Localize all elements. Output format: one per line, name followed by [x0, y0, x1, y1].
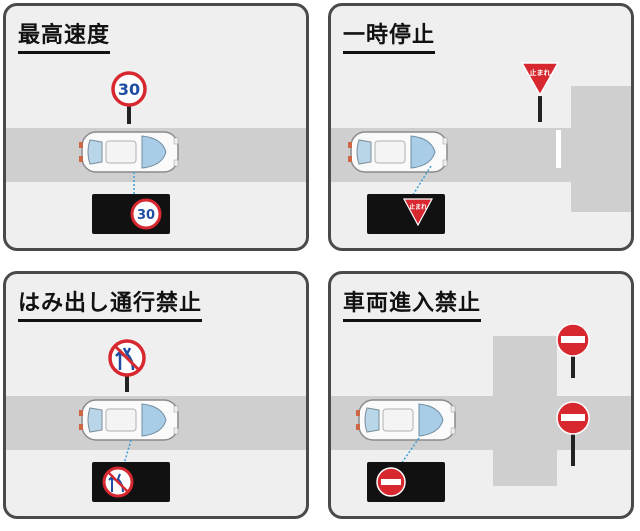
no-overtaking-sign-icon — [108, 339, 146, 377]
display-speed-value: 30 — [137, 208, 155, 223]
no-entry-diagram — [331, 323, 631, 502]
car-icon — [78, 399, 179, 441]
panel-no-overtaking: はみ出し通行禁止 — [3, 271, 309, 519]
no-entry-sign-icon-top — [556, 323, 590, 357]
panel-stop: 一時停止 止まれ 止まれ — [328, 3, 634, 251]
sign-pole — [127, 104, 131, 124]
display-stop-sign-icon: 止まれ — [402, 198, 434, 227]
stop-sign-icon: 止まれ — [520, 62, 560, 97]
speed-limit-value: 30 — [118, 80, 140, 99]
dotted-link — [123, 439, 132, 465]
panel-title: 一時停止 — [343, 17, 436, 54]
panel-title: 車両進入禁止 — [343, 285, 482, 322]
speed-limit-diagram: 30 30 — [6, 71, 306, 234]
panel-no-entry: 車両進入禁止 — [328, 271, 634, 519]
car-icon — [355, 399, 456, 441]
car-icon — [78, 131, 179, 173]
road-cross — [571, 86, 631, 212]
sign-pole-top — [571, 352, 575, 378]
stop-line — [556, 130, 561, 168]
panel-title: 最高速度 — [18, 17, 111, 54]
panel-title: はみ出し通行禁止 — [18, 285, 203, 322]
display-no-entry-icon — [376, 467, 406, 497]
dotted-link — [400, 437, 420, 465]
sign-pole — [538, 96, 542, 122]
speed-limit-sign-icon: 30 — [111, 71, 147, 107]
no-overtaking-diagram — [6, 339, 306, 502]
sign-pole — [125, 374, 129, 392]
stop-diagram: 止まれ 止まれ — [331, 62, 631, 234]
car-icon — [347, 131, 448, 173]
panel-speed-limit: 最高速度 30 30 — [3, 3, 309, 251]
road-cross — [493, 336, 557, 486]
display-speed-limit-icon: 30 — [130, 198, 162, 230]
stop-sign-text: 止まれ — [530, 68, 551, 77]
no-entry-sign-icon-bottom — [556, 401, 590, 435]
display-no-overtaking-icon — [102, 466, 134, 498]
display-stop-text: 止まれ — [409, 203, 427, 211]
sign-pole-bottom — [571, 432, 575, 466]
